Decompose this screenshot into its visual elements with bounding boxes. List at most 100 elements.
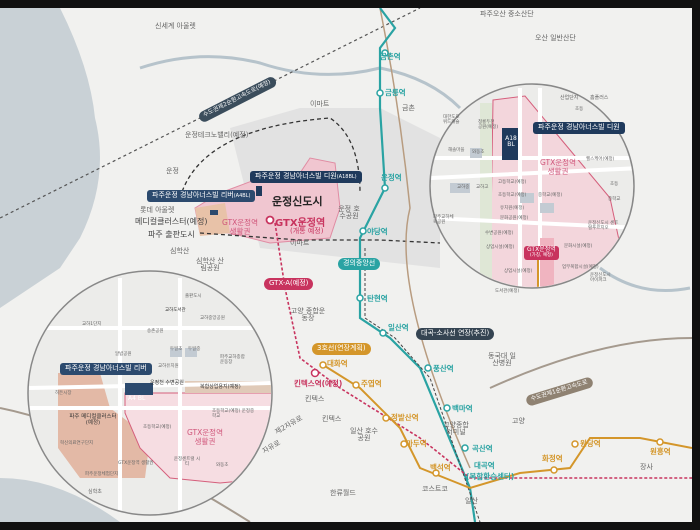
inset-place: 초등학교(예정) 운정중학교 (212, 409, 255, 419)
place-label: 메디컬클러스터(예정) (135, 217, 208, 226)
inset-place: 운정천 수변공원 (150, 380, 184, 386)
teal-station-markers (356, 49, 469, 452)
inset-place: 유치원(예정) (500, 206, 525, 211)
place-label: 운정 (166, 167, 179, 175)
inset-place: 심학초 (88, 489, 102, 495)
station-madu[interactable]: 마두역 (406, 439, 427, 448)
inset-place: 청룡두천 공원(예정) (478, 120, 499, 130)
inset-place: 문화공원(예정) (500, 216, 529, 221)
a4-marker (210, 210, 218, 215)
place-label: 이마트 (290, 239, 310, 247)
district-boundary (179, 117, 361, 199)
inset-place: 두일초 (170, 347, 183, 352)
inset-right-circle (429, 83, 635, 289)
inset-place: 중학교(예정) (538, 193, 563, 198)
inset-place: 산업단지 (560, 95, 579, 101)
place-label: 장사 (640, 463, 653, 471)
station-yadang[interactable]: 야당역 (367, 227, 388, 236)
station-kintex[interactable]: 킨텍스역(예정) (294, 379, 343, 388)
inset-place: 고등학교(예정) (498, 180, 527, 185)
inset-place: 출판도시 (185, 294, 202, 299)
station-wondang[interactable]: 원당역 (580, 439, 601, 448)
daegok-sosa-line (364, 248, 481, 522)
place-label: 운정 호수공원 (338, 205, 360, 220)
inset-place: 운정센트럴 시티 (173, 457, 201, 467)
inset-place: 대한도로 위드캐슬 (443, 115, 460, 125)
inset-place: 교하고 (476, 185, 489, 190)
station-baengma[interactable]: 백마역 (452, 404, 473, 413)
road (379, 8, 471, 469)
station-daegok[interactable]: 대곡역 (474, 461, 495, 470)
station-pungsan[interactable]: 풍산역 (433, 364, 454, 373)
inset-place: 도서관(예정) (495, 289, 520, 294)
inset-place: 운정신도시 센트럴푸르지오 (588, 221, 619, 231)
river-south (0, 478, 120, 522)
inset-place: 업무복합시설(예정) (562, 265, 599, 270)
stream (599, 266, 691, 292)
station-goksan[interactable]: 곡산역 (472, 444, 493, 453)
medical-cluster-zone (195, 203, 230, 236)
dione-callout[interactable]: 파주운정 경남아너스빌 디원(A18BL) (250, 171, 362, 183)
station-daegok-hub: (복합환승센터) (466, 472, 515, 481)
station-unjeong[interactable]: 운정역 (381, 173, 402, 182)
inset-place: 교하중 (457, 185, 470, 190)
station-geumneung[interactable]: 금릉역 (385, 88, 406, 97)
inset-place: 히든시장 (55, 391, 72, 396)
place-label: 한류월드 (330, 489, 356, 497)
expressway-1 (489, 337, 692, 389)
a18-marker (256, 186, 262, 196)
place-label: 고양종합 터미널 (443, 421, 469, 436)
gyeongui-line (358, 8, 477, 522)
place-label: 파주오산 중소산단 (480, 10, 534, 18)
station-wonheung[interactable]: 원흥역 (650, 447, 671, 456)
inset-place: 중학교 (608, 197, 621, 202)
place-label: 신세계 아울렛 (155, 22, 196, 30)
place-label: 이마트 (310, 100, 330, 108)
inset-place: 파주운정체험단지 (85, 472, 119, 477)
line3-badge: 3호선(연장계획) (312, 343, 371, 355)
place-label: 심학산 (170, 247, 190, 255)
place-label: 일산 호수공원 (350, 427, 378, 442)
place-label: 운정테크노밸리(예정) (185, 131, 249, 139)
inset-place: 상업시설(예정) (504, 269, 533, 274)
station-jeongbalsan[interactable]: 정발산역 (391, 413, 419, 422)
inset-place: 교하도서관 (165, 308, 186, 313)
inset-place: 알밤공원 (115, 352, 132, 357)
place-label: 동국대 일산병원 (488, 352, 516, 367)
daegok-sosa-badge: 대곡-소사선 연장(추진) (416, 328, 495, 340)
inset-place: 상업시설(예정) (486, 245, 515, 250)
place-label: 고양 종합운동장 (290, 307, 326, 322)
gtx-zone-label: GTX운정역 생활권 (222, 218, 258, 236)
station-juyeop[interactable]: 주엽역 (361, 379, 382, 388)
inset-place: 해솔마을 (448, 148, 465, 153)
station-tanhyeon[interactable]: 탄현역 (367, 294, 388, 303)
inset-place: 홈플러스 (590, 95, 609, 101)
gongneung-stream (139, 55, 462, 110)
station-daehwa[interactable]: 대화역 (327, 359, 348, 368)
station-geumchon[interactable]: 금촌역 (380, 52, 401, 61)
place-label: 롯데 아울렛 (140, 206, 175, 214)
inset-place: 초등 (610, 182, 619, 187)
river-callout[interactable]: 파주운정 경남아너스빌 리버(A4BL) (147, 190, 256, 202)
inset-place: 와동초 (216, 463, 229, 468)
place-label: 고양 (512, 417, 525, 425)
a18-parcel-label: A18 BL (505, 135, 517, 148)
place-label: 킨텍스 (305, 395, 325, 403)
inset-place: 운정신도시 아이파크 (590, 273, 611, 283)
station-ilsan[interactable]: 일산역 (388, 323, 409, 332)
inset-place: 파주 메디컬클러스터(예정) (69, 414, 117, 426)
place-label: 일산 (465, 497, 478, 505)
inset-right-zone: GTX운정역 생활권 (540, 158, 576, 176)
inset-place: 교하1단지 (82, 322, 102, 327)
station-baekseok[interactable]: 백석역 (430, 463, 451, 472)
inset-place: 수변공원(예정) (485, 231, 514, 236)
inset-right-callout[interactable]: 파주운정 경남아너스빌 디원 (533, 122, 625, 134)
inset-place: 송촌공원 (147, 329, 164, 334)
map[interactable]: 신세계 아울렛 파주오산 중소산단 오산 일반산단 이마트 운정테크노밸리(예정… (0, 8, 692, 522)
place-label: 코스트코 (422, 485, 448, 493)
inset-left-callout[interactable]: 파주운정 경남아너스빌 리버 (60, 363, 152, 375)
station-hwajeong[interactable]: 화정역 (542, 454, 563, 463)
inset-place: 초등학교(예정) (143, 425, 172, 430)
place-label: 심학산 산림공원 (196, 257, 224, 272)
district-boundary-south (199, 232, 441, 244)
